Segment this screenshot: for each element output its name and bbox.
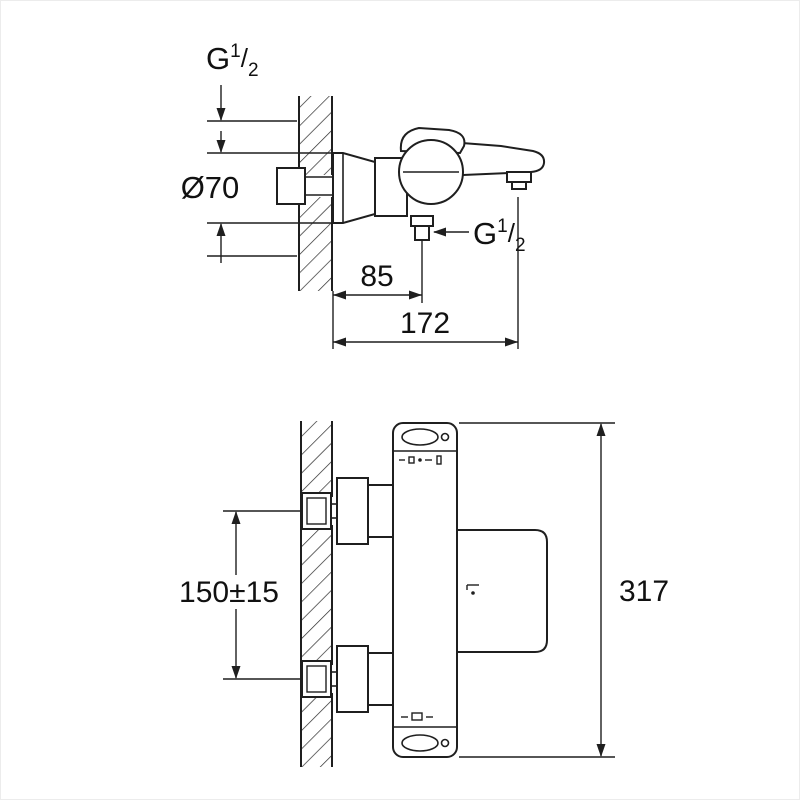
escutcheon-side — [332, 152, 376, 224]
dimension-wall-to-outlet: 85 — [332, 240, 423, 349]
thread-outlet-label: G1/2 — [473, 216, 526, 256]
dim-317-label: 317 — [619, 575, 669, 608]
top-wall-connection — [301, 477, 394, 545]
extension-lines-left — [207, 120, 333, 257]
wall-union — [276, 167, 333, 205]
mixer-housing-block — [457, 529, 548, 653]
wall-section-front-view — [300, 421, 333, 767]
front-view: 150±15 317 — [179, 421, 669, 767]
dim-85-label: 85 — [360, 260, 393, 293]
faucet-side-silhouette — [332, 126, 546, 241]
thread-top-label: G1/2 — [206, 41, 259, 81]
bottom-outlet — [410, 215, 434, 227]
dimension-overall-height: 317 — [459, 422, 669, 758]
dimension-thread-outlet: G1/2 — [433, 216, 526, 256]
dimension-thread-top: G1/2 — [206, 41, 259, 153]
thermostat-body-front — [392, 422, 548, 758]
flow-scale-markings-icon — [401, 712, 433, 721]
diameter-label: Ø70 — [181, 170, 240, 205]
dim-150-label: 150±15 — [179, 576, 279, 609]
dimension-escutcheon-diameter: Ø70 — [181, 170, 240, 263]
temperature-handle-top — [393, 428, 457, 452]
dim-172-label: 172 — [400, 307, 450, 340]
volume-handle-bottom — [393, 726, 457, 752]
spout-symbol-icon — [466, 584, 479, 595]
temperature-scale-markings-icon — [399, 455, 442, 465]
dimension-spout-projection: 172 — [333, 197, 519, 349]
top-view-side-profile: G1/2 Ø70 G1/2 85 — [181, 41, 546, 349]
aerator-outlet — [506, 171, 532, 183]
dimension-connection-centers: 150±15 — [179, 510, 302, 680]
